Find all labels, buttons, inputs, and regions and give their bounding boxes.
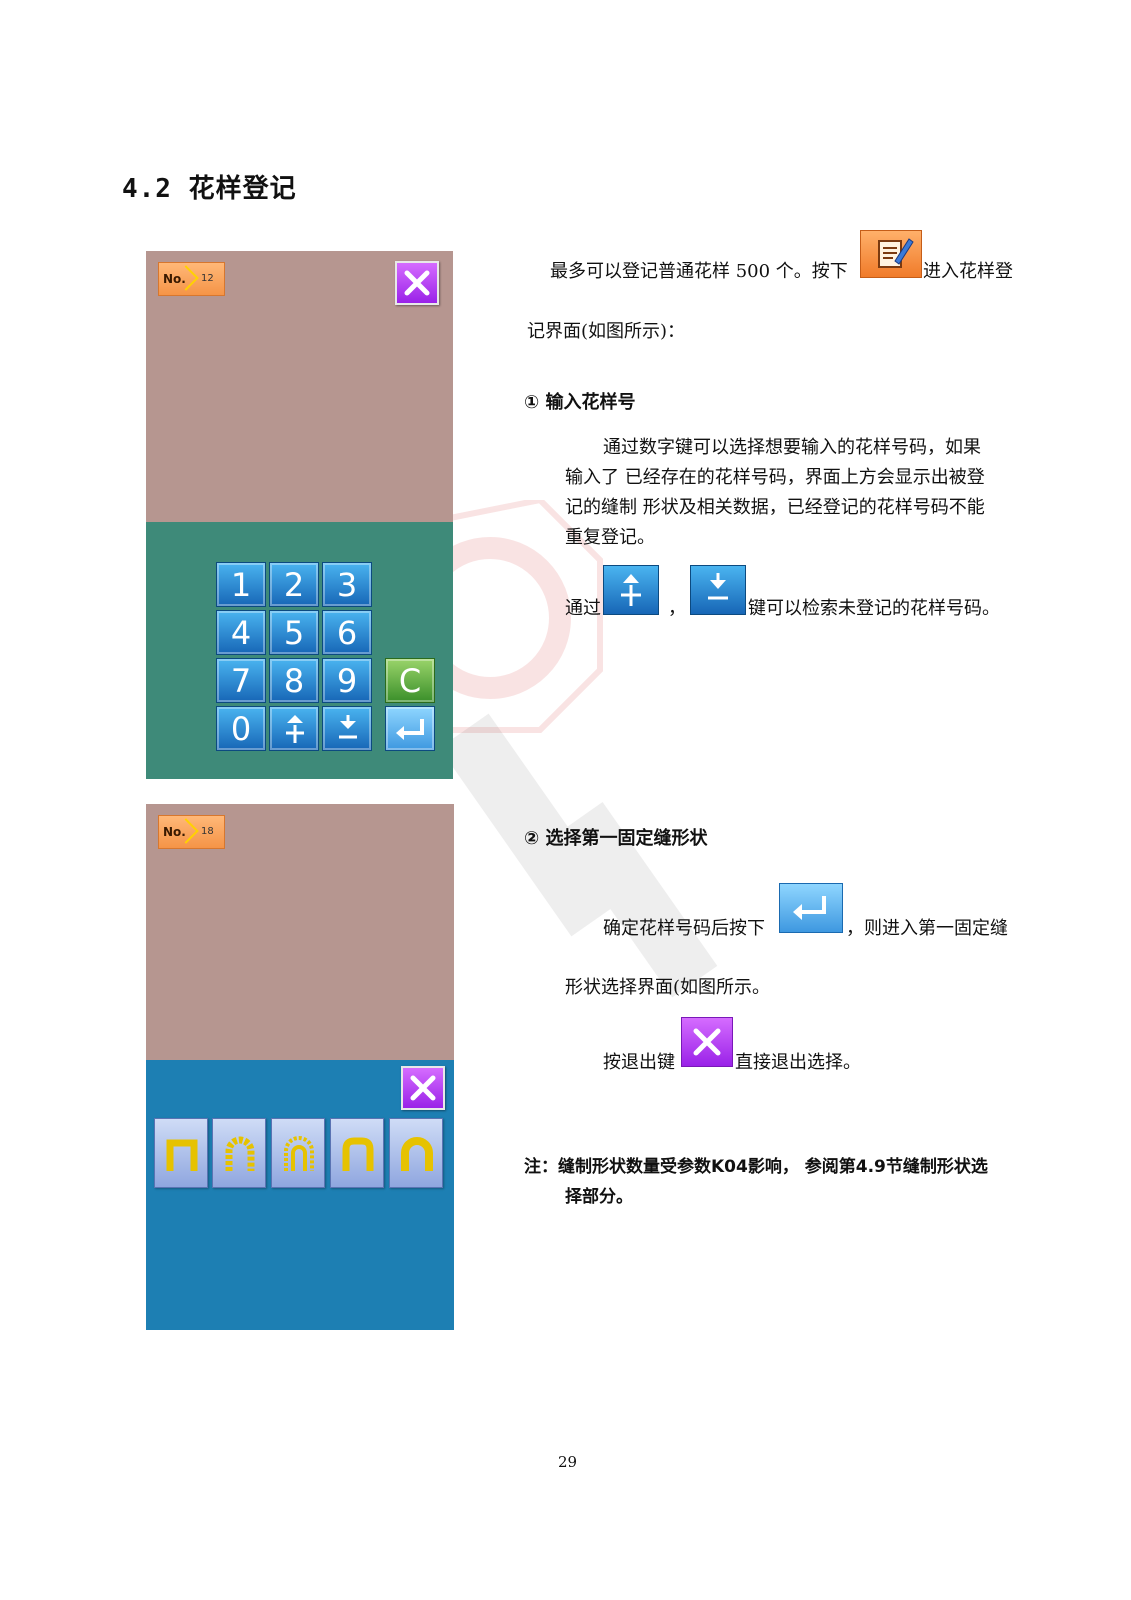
key-5[interactable]: 5 xyxy=(269,610,319,655)
section1-line2: 输入了 已经存在的花样号码，界面上方会显示出被登 xyxy=(565,467,985,488)
key-8[interactable]: 8 xyxy=(269,658,319,703)
key-0[interactable]: 0 xyxy=(216,706,266,751)
section2-title: ② 选择第一固定缝形状 xyxy=(524,828,708,849)
pattern-number-value: 18 xyxy=(201,826,214,837)
clear-key[interactable]: C xyxy=(385,658,435,703)
intro-text-line1a: 最多可以登记普通花样 500 个。按下 xyxy=(550,261,848,282)
pattern-register-icon xyxy=(860,230,922,278)
section-heading: 4.2 花样登记 xyxy=(122,174,297,204)
intro-text-line2: 记界面(如图所示)： xyxy=(527,321,686,342)
close-icon xyxy=(681,1017,733,1067)
pattern-number-value: 12 xyxy=(201,273,214,284)
section1-line4: 重复登记。 xyxy=(565,527,655,548)
search-text-suffix: 键可以检索未登记的花样号码。 xyxy=(748,598,1000,619)
no-label: No. xyxy=(163,272,186,286)
diamond-icon xyxy=(173,265,199,291)
double-arch-shape-icon xyxy=(284,1136,314,1171)
round-arch-shape-icon xyxy=(225,1136,255,1171)
arrow-up-bar-icon xyxy=(286,715,304,743)
key-9[interactable]: 9 xyxy=(322,658,372,703)
arrow-down-bar-icon xyxy=(690,565,746,615)
diamond-icon xyxy=(173,818,199,844)
intro-text-line1b: 进入花样登 xyxy=(923,261,1013,282)
key-2[interactable]: 2 xyxy=(269,562,319,607)
arrow-down-bar-icon xyxy=(339,715,357,739)
exit-text-b: 直接退出选择。 xyxy=(735,1052,861,1073)
section1-title: ① 输入花样号 xyxy=(524,392,636,413)
shape-button-3[interactable] xyxy=(271,1118,325,1188)
search-text-prefix: 通过 xyxy=(565,598,601,619)
rounded-arch-shape-icon xyxy=(342,1137,374,1171)
arrow-up-bar-icon xyxy=(603,565,659,615)
search-up-key[interactable] xyxy=(269,706,319,751)
search-down-key[interactable] xyxy=(322,706,372,751)
key-3[interactable]: 3 xyxy=(322,562,372,607)
shape-select-panel: No. 18 xyxy=(146,804,454,1330)
exit-button[interactable] xyxy=(401,1066,445,1110)
arch-shape-icon xyxy=(166,1139,198,1171)
confirm-text-line2: 形状选择界面(如图所示。 xyxy=(565,977,771,998)
pattern-number-badge: No. 18 xyxy=(158,815,225,849)
shape-button-2[interactable] xyxy=(212,1118,266,1188)
section1-line1: 通过数字键可以选择想要输入的花样号码，如果 xyxy=(603,437,981,458)
shape-button-4[interactable] xyxy=(330,1118,384,1188)
key-6[interactable]: 6 xyxy=(322,610,372,655)
key-7[interactable]: 7 xyxy=(216,658,266,703)
exit-button[interactable] xyxy=(395,261,439,305)
shape-button-1[interactable] xyxy=(154,1118,208,1188)
enter-icon xyxy=(396,719,424,740)
enter-icon xyxy=(779,883,843,933)
bold-arch-shape-icon xyxy=(401,1137,433,1171)
key-1[interactable]: 1 xyxy=(216,562,266,607)
section1-line3: 记的缝制 形状及相关数据，已经登记的花样号码不能 xyxy=(565,497,985,518)
pattern-number-badge: No. 12 xyxy=(158,262,225,296)
no-label: No. xyxy=(163,825,186,839)
key-4[interactable]: 4 xyxy=(216,610,266,655)
shape-button-5[interactable] xyxy=(389,1118,443,1188)
confirm-text-b: ，则进入第一固定缝 xyxy=(846,918,1008,939)
note-line2: 择部分。 xyxy=(565,1187,633,1207)
search-text-comma: ， xyxy=(668,598,686,619)
confirm-text-a: 确定花样号码后按下 xyxy=(603,918,765,939)
close-icon xyxy=(404,270,430,296)
close-icon xyxy=(410,1075,436,1101)
note-line1: 注：缝制形状数量受参数K04影响， 参阅第4.9节缝制形状选 xyxy=(524,1157,988,1177)
exit-text-a: 按退出键 xyxy=(603,1052,675,1073)
enter-key[interactable] xyxy=(385,706,435,751)
page-number: 29 xyxy=(558,1453,578,1471)
pattern-number-panel: No. 12 1 2 3 4 5 6 7 8 9 C 0 xyxy=(146,251,453,779)
